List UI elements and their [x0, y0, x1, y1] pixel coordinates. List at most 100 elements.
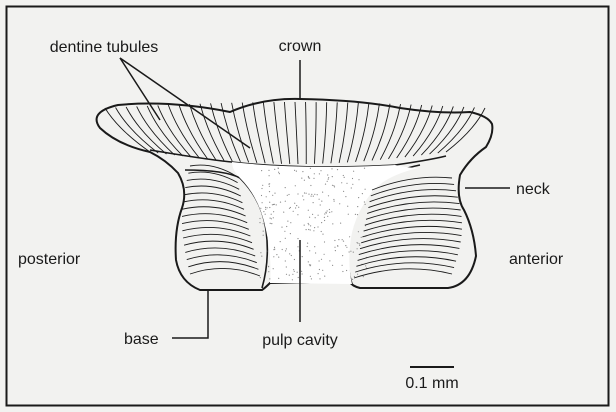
- stipple-dot: [268, 184, 269, 185]
- stipple-dot: [295, 185, 296, 186]
- leader-base: [172, 290, 208, 338]
- stipple-dot: [352, 184, 353, 185]
- stipple-dot: [294, 259, 295, 260]
- stipple-dot: [261, 195, 262, 196]
- stipple-dot: [266, 251, 267, 252]
- stipple-dot: [327, 174, 328, 175]
- stipple-dot: [327, 181, 328, 182]
- stipple-dot: [296, 205, 297, 206]
- stipple-dot: [350, 251, 351, 252]
- stipple-dot: [364, 201, 365, 202]
- stipple-dot: [351, 187, 352, 188]
- stipple-dot: [271, 214, 272, 215]
- stipple-dot: [351, 278, 352, 279]
- dentine-tubule-line: [314, 102, 316, 164]
- stipple-dot: [313, 196, 314, 197]
- stipple-dot: [296, 171, 297, 172]
- stipple-dot: [352, 279, 353, 280]
- stipple-dot: [321, 201, 322, 202]
- label-anterior: anterior: [509, 251, 564, 268]
- stipple-dot: [311, 278, 312, 279]
- stipple-dot: [357, 214, 358, 215]
- stipple-dot: [278, 172, 279, 173]
- dentine-tubule-line: [185, 186, 241, 196]
- stipple-dot: [353, 171, 354, 172]
- stipple-dot: [261, 256, 262, 257]
- stipple-dot: [310, 168, 311, 169]
- stipple-dot: [327, 216, 328, 217]
- stipple-dot: [331, 168, 332, 169]
- stipple-dot: [318, 215, 319, 216]
- leader-tubules-1: [120, 58, 160, 120]
- stipple-dot: [310, 185, 311, 186]
- stipple-dot: [324, 220, 325, 221]
- dentine-tubule-line: [347, 103, 358, 163]
- stipple-dot: [365, 204, 366, 205]
- stipple-dot: [295, 207, 296, 208]
- stipple-dot: [301, 271, 302, 272]
- stipple-dot: [357, 274, 358, 275]
- stipple-dot: [287, 221, 288, 222]
- label-base: base: [124, 331, 159, 348]
- stipple-dot: [314, 173, 315, 174]
- stipple-dot: [298, 207, 299, 208]
- label-pulp-cavity: pulp cavity: [262, 332, 338, 349]
- stipple-dot: [349, 251, 350, 252]
- stipple-dot: [362, 193, 363, 194]
- stipple-dot: [263, 211, 264, 212]
- stipple-dot: [358, 179, 359, 180]
- stipple-dot: [317, 194, 318, 195]
- stipple-dot: [273, 211, 274, 212]
- stipple-dot: [259, 222, 260, 223]
- stipple-dot: [286, 226, 287, 227]
- stipple-dot: [279, 173, 280, 174]
- stipple-dot: [342, 265, 343, 266]
- stipple-dot: [290, 222, 291, 223]
- dentine-tubule-line: [284, 102, 289, 164]
- stipple-dot: [278, 168, 279, 169]
- stipple-dot: [322, 192, 323, 193]
- stipple-dot: [293, 269, 294, 270]
- stipple-dot: [265, 207, 266, 208]
- stipple-dot: [268, 271, 269, 272]
- stipple-dot: [309, 264, 310, 265]
- stipple-dot: [319, 269, 320, 270]
- stipple-dot: [332, 185, 333, 186]
- dentine-tubule-line: [364, 220, 462, 231]
- stipple-dot: [322, 270, 323, 271]
- stipple-dot: [310, 225, 311, 226]
- stipple-dot: [286, 248, 287, 249]
- stipple-dot: [271, 223, 272, 224]
- stipple-dot: [332, 176, 333, 177]
- stipple-dot: [269, 278, 270, 279]
- stipple-dot: [328, 177, 329, 178]
- stipple-dot: [302, 171, 303, 172]
- stipple-dot: [340, 223, 341, 224]
- stipple-dot: [297, 214, 298, 215]
- stipple-dot: [331, 211, 332, 212]
- stipple-dot: [320, 170, 321, 171]
- dentine-tubule-line: [360, 239, 461, 249]
- stipple-dot: [302, 273, 303, 274]
- stipple-dot: [359, 243, 360, 244]
- stipple-dot: [321, 231, 322, 232]
- stipple-dot: [333, 185, 334, 186]
- stipple-dot: [320, 204, 321, 205]
- stipple-dot: [272, 204, 273, 205]
- stipple-dot: [325, 212, 326, 213]
- stipple-dot: [306, 229, 307, 230]
- stipple-dot: [324, 213, 325, 214]
- stipple-dot: [346, 183, 347, 184]
- dentine-tubule-line: [361, 232, 461, 242]
- stipple-dot: [269, 186, 270, 187]
- label-posterior: posterior: [18, 251, 81, 268]
- dentine-tubule-line: [364, 103, 380, 161]
- stipple-dot: [262, 185, 263, 186]
- stipple-dot: [343, 191, 344, 192]
- stipple-dot: [274, 249, 275, 250]
- dentine-tubule-line: [295, 102, 298, 164]
- stipple-dot: [311, 194, 312, 195]
- stipple-dot: [364, 168, 365, 169]
